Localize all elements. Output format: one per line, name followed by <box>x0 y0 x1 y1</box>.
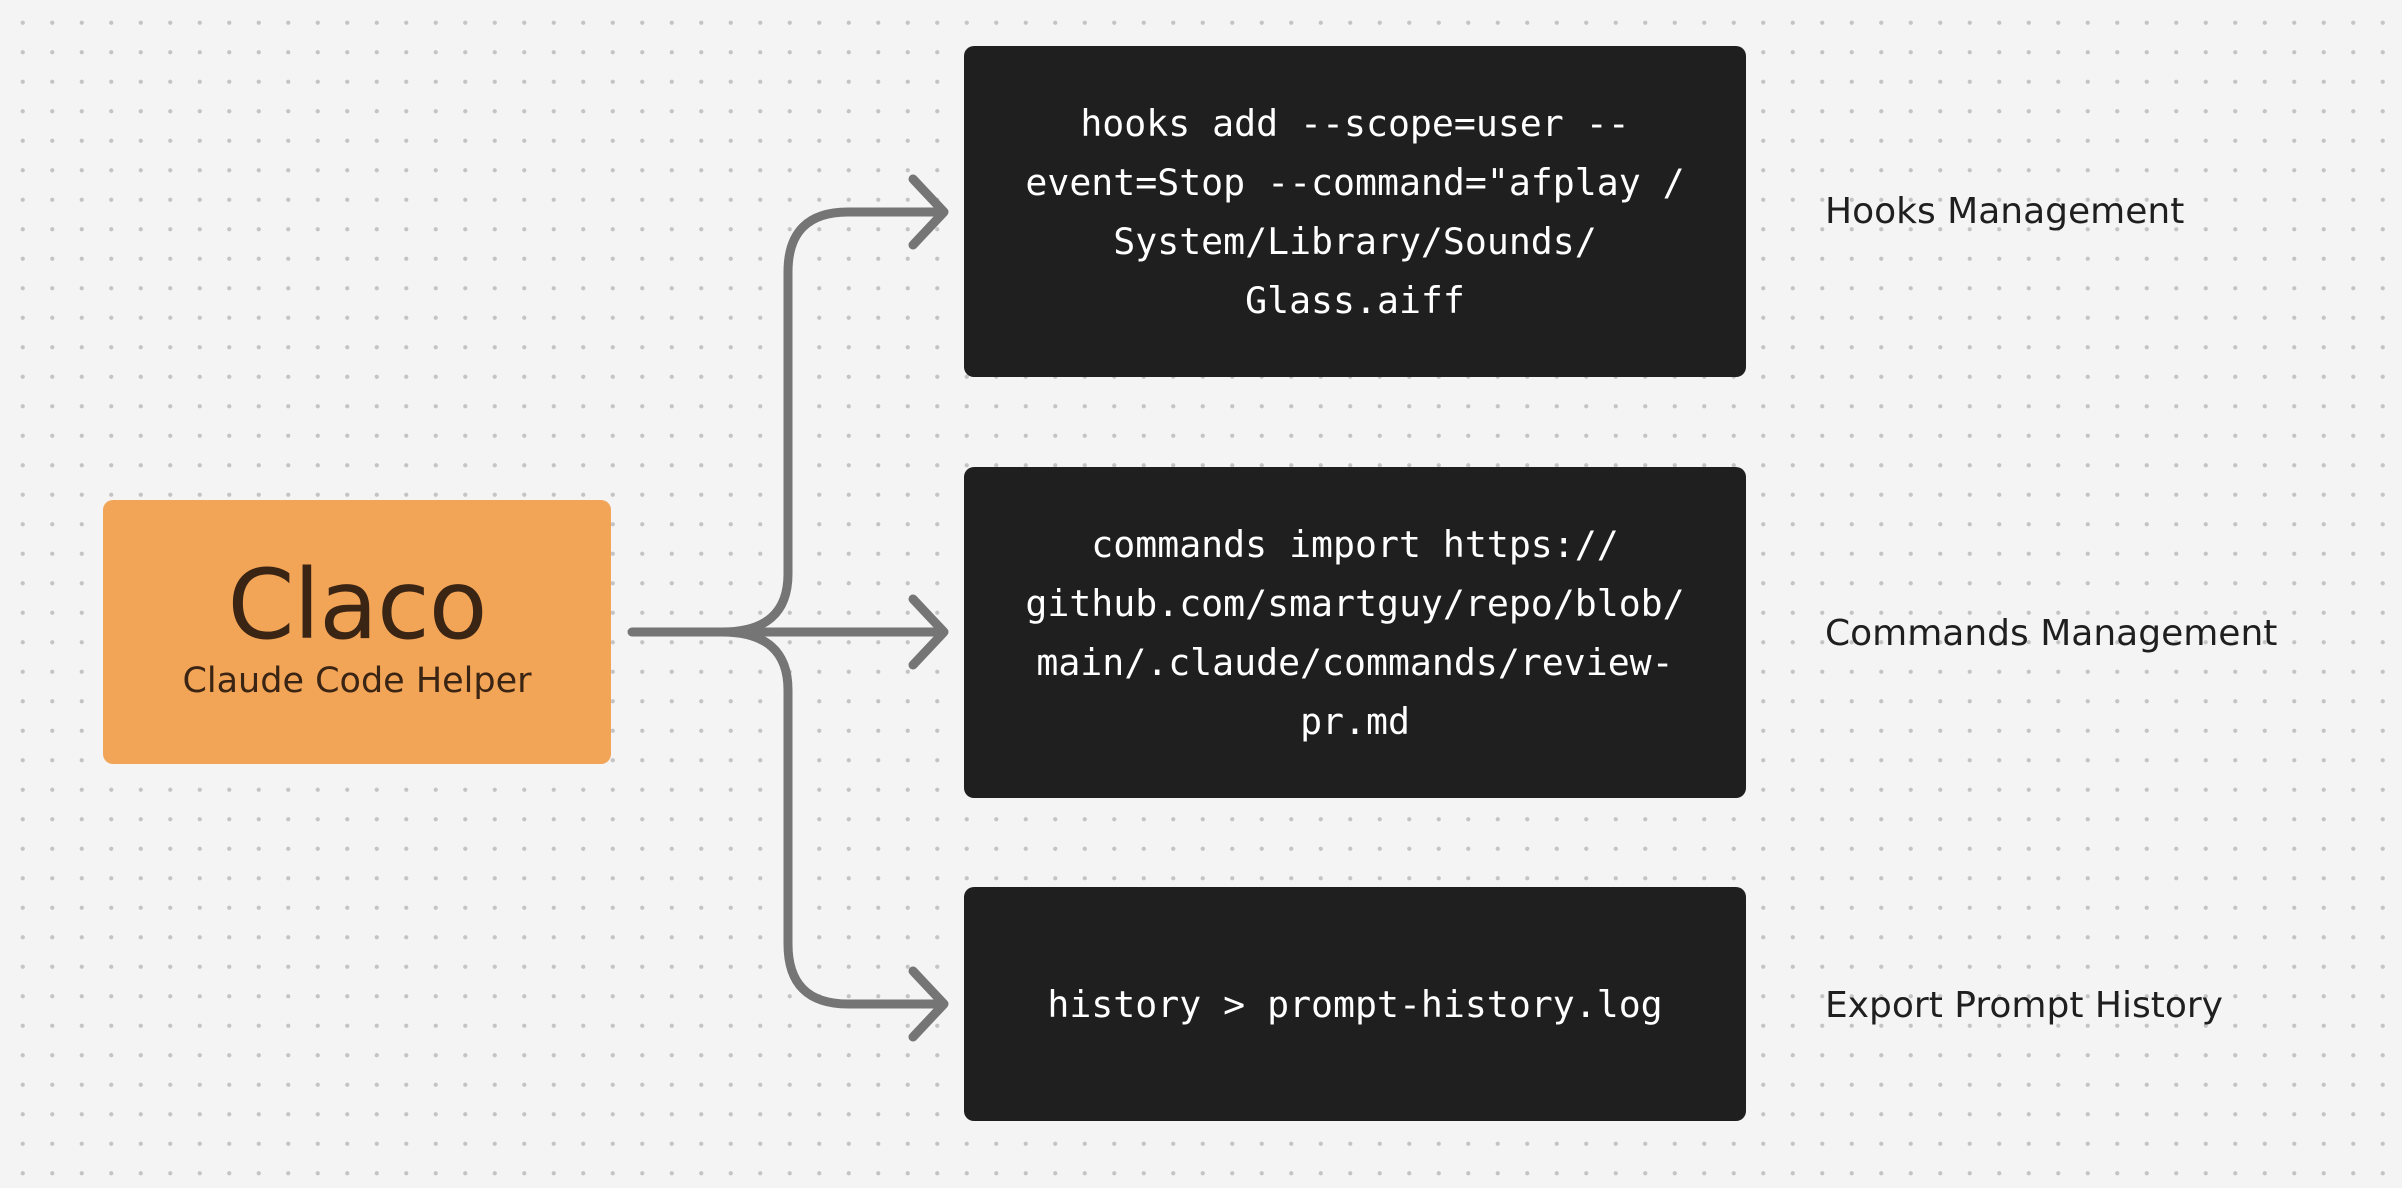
hooks-management-label: Hooks Management <box>1825 191 2185 232</box>
export-prompt-history-label: Export Prompt History <box>1825 985 2223 1026</box>
claco-subtitle: Claude Code Helper <box>182 661 532 701</box>
claco-title: Claco <box>227 549 487 661</box>
commands-command-box: commands import https:// github.com/smar… <box>964 467 1746 798</box>
arrowhead-history <box>908 966 949 1042</box>
connector-to-hooks <box>717 207 947 637</box>
claco-node: Claco Claude Code Helper <box>103 500 611 764</box>
arrowhead-hooks <box>908 174 949 250</box>
arrowhead-commands <box>908 594 949 670</box>
hooks-command-box: hooks add --scope=user -- event=Stop --c… <box>964 46 1746 377</box>
connector-to-history <box>717 627 947 1009</box>
history-command-text: history > prompt-history.log <box>1047 982 1663 1026</box>
hooks-command-text: hooks add --scope=user -- event=Stop --c… <box>1025 101 1685 322</box>
commands-management-label: Commands Management <box>1825 613 2278 654</box>
history-command-box: history > prompt-history.log <box>964 887 1746 1121</box>
commands-command-text: commands import https:// github.com/smar… <box>1025 522 1685 743</box>
